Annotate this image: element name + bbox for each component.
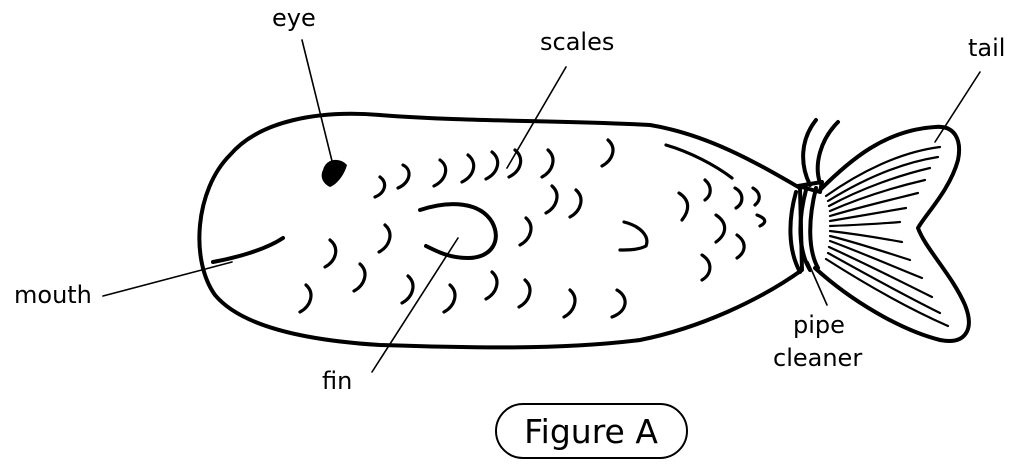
label-scales: scales — [540, 28, 614, 56]
eye-shape — [322, 160, 347, 187]
scale — [612, 290, 625, 317]
scale — [325, 240, 336, 267]
tail-leader — [935, 72, 980, 142]
scale — [705, 180, 710, 200]
scale — [379, 225, 390, 252]
tail-rays — [826, 147, 948, 326]
label-mouth: mouth — [14, 281, 92, 309]
scale — [570, 190, 581, 217]
fin-leader — [372, 238, 458, 372]
label-tail: tail — [968, 34, 1005, 62]
scale — [737, 235, 744, 258]
pipe-cleaner — [790, 120, 838, 272]
tail-ray — [830, 231, 902, 242]
tail-ray — [826, 147, 940, 196]
scale — [757, 215, 765, 226]
scale — [462, 155, 474, 182]
scales-group — [300, 140, 765, 317]
scale — [542, 150, 553, 177]
scale — [716, 215, 725, 242]
tail-ray — [830, 222, 900, 226]
scale — [564, 290, 575, 317]
scale — [402, 276, 413, 303]
scale — [702, 255, 710, 280]
scale — [444, 285, 455, 312]
eye-leader — [302, 40, 333, 165]
scale — [546, 186, 557, 213]
scale — [434, 160, 446, 186]
pipe-cleaner-end — [803, 120, 816, 185]
scale — [520, 218, 531, 245]
scale — [735, 188, 742, 208]
fish-body-outline — [199, 114, 802, 348]
scale — [486, 152, 498, 179]
label-eye: eye — [272, 4, 316, 32]
mouth-line — [213, 238, 283, 262]
fin-shape — [420, 204, 496, 258]
scale — [354, 264, 365, 291]
scale — [398, 165, 409, 188]
scale — [679, 193, 688, 220]
scale — [300, 285, 311, 312]
scale — [620, 222, 647, 250]
label-pipe: pipe — [793, 311, 845, 339]
scale — [602, 140, 613, 166]
pipe-cleaner-wrap — [810, 188, 818, 268]
scale — [519, 280, 530, 307]
scale — [486, 272, 497, 299]
leader-lines — [103, 40, 980, 372]
scale — [666, 145, 732, 178]
label-fin: fin — [322, 367, 352, 395]
scale — [375, 177, 385, 197]
scales-leader — [507, 67, 566, 168]
scale — [753, 188, 759, 205]
label-cleaner: cleaner — [773, 344, 862, 372]
figure-caption: Figure A — [524, 412, 658, 451]
tail-ray — [830, 208, 906, 221]
